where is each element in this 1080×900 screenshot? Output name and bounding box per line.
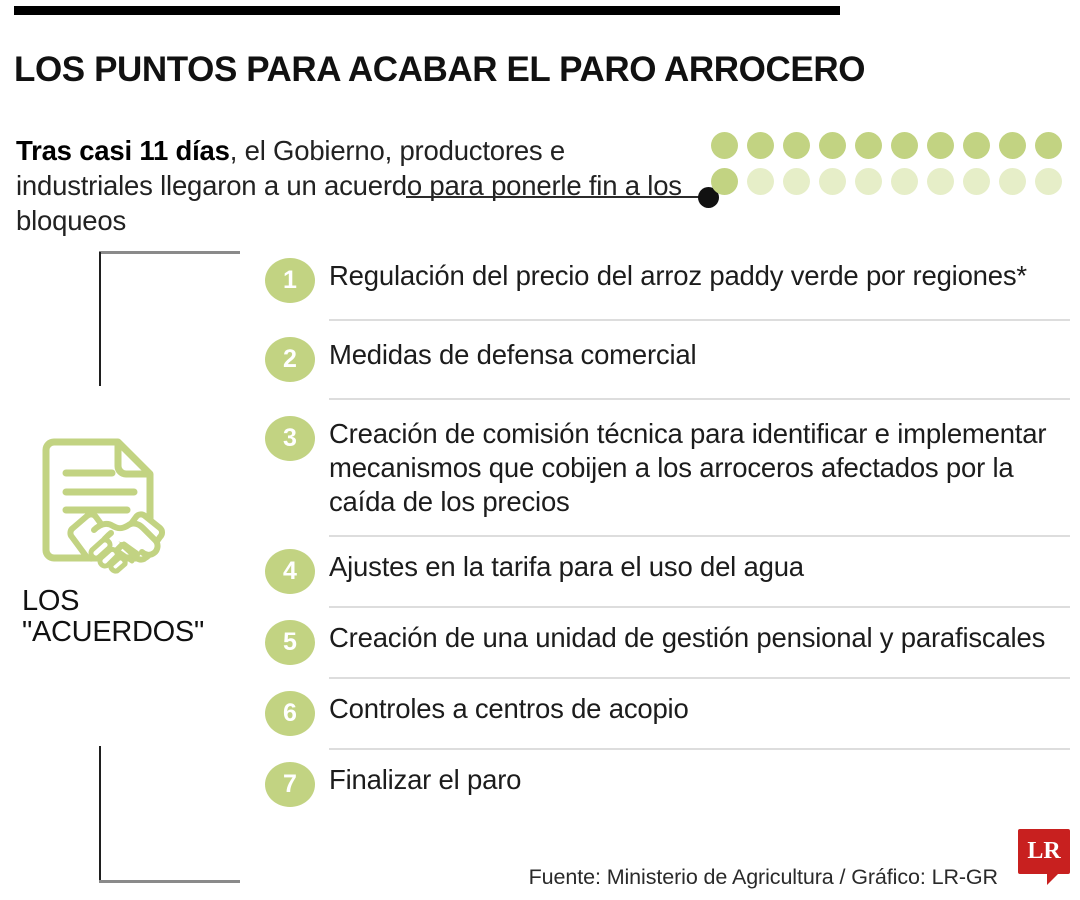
point-number-badge: 5 <box>265 620 315 666</box>
list-item: 5 Creación de una unidad de gestión pens… <box>265 620 1070 666</box>
list-divider <box>329 606 1070 609</box>
dot <box>783 168 810 195</box>
point-text: Ajustes en la tarifa para el uso del agu… <box>329 551 804 583</box>
dot <box>1035 168 1062 195</box>
point-text: Medidas de defensa comercial <box>329 339 697 370</box>
agreement-icon-block: LOS "ACUERDOS" <box>22 432 204 648</box>
bracket-stem-bottom <box>99 746 101 882</box>
dot <box>999 168 1026 195</box>
page-title: LOS PUNTOS PARA ACABAR EL PARO ARROCERO <box>14 50 866 90</box>
point-number-badge: 1 <box>265 258 315 303</box>
connector-line <box>406 196 708 198</box>
deck-rest: , el Gobierno, productores e industriale… <box>16 134 682 236</box>
dot <box>999 132 1026 159</box>
dot-row <box>711 168 1062 195</box>
dot <box>855 132 882 159</box>
top-rule <box>14 6 840 15</box>
agreement-icon-caption: LOS "ACUERDOS" <box>22 585 204 648</box>
deck-text: Tras casi 11 días, el Gobierno, producto… <box>16 133 696 239</box>
dot <box>819 168 846 195</box>
point-text: Regulación del precio del arroz paddy ve… <box>329 260 1027 291</box>
dot-row <box>711 132 1062 159</box>
list-divider <box>329 398 1070 400</box>
point-text: Finalizar el paro <box>329 764 522 796</box>
agreement-document-handshake-icon <box>42 438 165 574</box>
dot <box>711 132 738 159</box>
dot <box>711 168 738 195</box>
point-number-badge: 6 <box>265 691 315 737</box>
connector-knob <box>698 187 719 208</box>
list-item: 7 Finalizar el paro <box>265 762 1070 808</box>
list-divider <box>329 319 1070 321</box>
dot <box>855 168 882 195</box>
bracket-arm-bottom <box>99 880 240 883</box>
dot <box>927 132 954 159</box>
dot <box>963 132 990 159</box>
lr-logo: LR <box>1018 829 1070 885</box>
dot <box>891 168 918 195</box>
list-item: 2 Medidas de defensa comercial <box>265 337 1070 382</box>
point-number-badge: 2 <box>265 337 315 382</box>
point-text: Controles a centros de acopio <box>329 693 689 725</box>
list-item: 6 Controles a centros de acopio <box>265 691 1070 737</box>
dot <box>819 132 846 159</box>
bracket-stem-top <box>99 252 101 386</box>
list-divider <box>329 535 1070 538</box>
lr-logo-text: LR <box>1027 838 1061 864</box>
lr-logo-tail <box>1047 873 1059 885</box>
source-credit: Fuente: Ministerio de Agricultura / Gráf… <box>528 865 998 889</box>
list-divider <box>329 748 1070 751</box>
point-number-badge: 4 <box>265 549 315 595</box>
dot <box>1035 132 1062 159</box>
point-text: Creación de una unidad de gestión pensio… <box>329 622 1046 654</box>
rice-dot-grid <box>711 132 1062 195</box>
dot <box>927 168 954 195</box>
deck-lead: Tras casi 11 días <box>16 134 230 166</box>
dot <box>747 168 774 195</box>
dot <box>891 132 918 159</box>
dot <box>963 168 990 195</box>
list-item: 4 Ajustes en la tarifa para el uso del a… <box>265 549 1070 595</box>
point-text: Creación de comisión técnica para identi… <box>329 418 1047 518</box>
lr-logo-body <box>1018 829 1070 874</box>
bracket-arm-top <box>99 251 240 254</box>
points-list: 1 Regulación del precio del arroz paddy … <box>265 252 1070 808</box>
point-number-badge: 7 <box>265 762 315 808</box>
point-number-badge: 3 <box>265 416 315 461</box>
dot <box>747 132 774 159</box>
dot <box>783 132 810 159</box>
list-item: 3 Creación de comisión técnica para iden… <box>265 416 1070 519</box>
list-divider <box>329 677 1070 680</box>
list-item: 1 Regulación del precio del arroz paddy … <box>265 258 1070 303</box>
